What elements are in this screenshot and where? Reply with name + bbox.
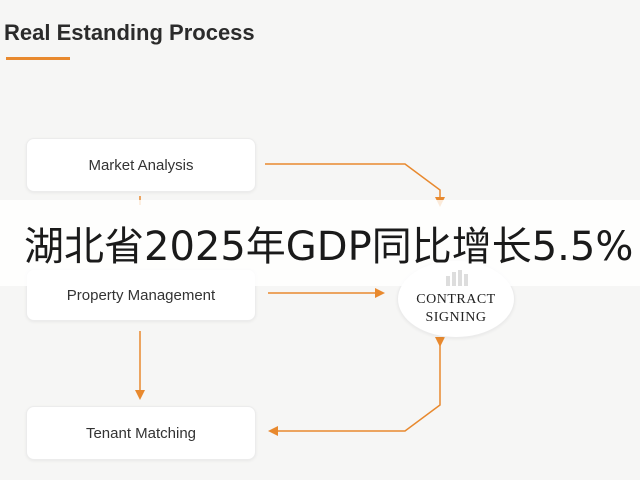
node-tenant-matching: Tenant Matching xyxy=(26,406,256,460)
node-label: Property Management xyxy=(66,286,216,304)
connector-contract-to-tenant xyxy=(268,337,445,436)
node-market-analysis: Market Analysis xyxy=(26,138,256,192)
node-label-line-2: SIGNING xyxy=(425,310,487,325)
headline-text: 湖北省2025年GDP同比增长5.5% xyxy=(24,224,634,270)
title-underline xyxy=(6,57,70,60)
node-label: Tenant Matching xyxy=(85,424,197,442)
connector-market-to-contract xyxy=(265,163,445,207)
node-label-line-1: CONTRACT xyxy=(416,292,496,307)
headline-overlay-banner: 湖北省2025年GDP同比增长5.5% xyxy=(0,200,640,286)
diagram-title: Real Estanding Process xyxy=(4,20,255,45)
node-label: Market Analysis xyxy=(88,156,194,174)
